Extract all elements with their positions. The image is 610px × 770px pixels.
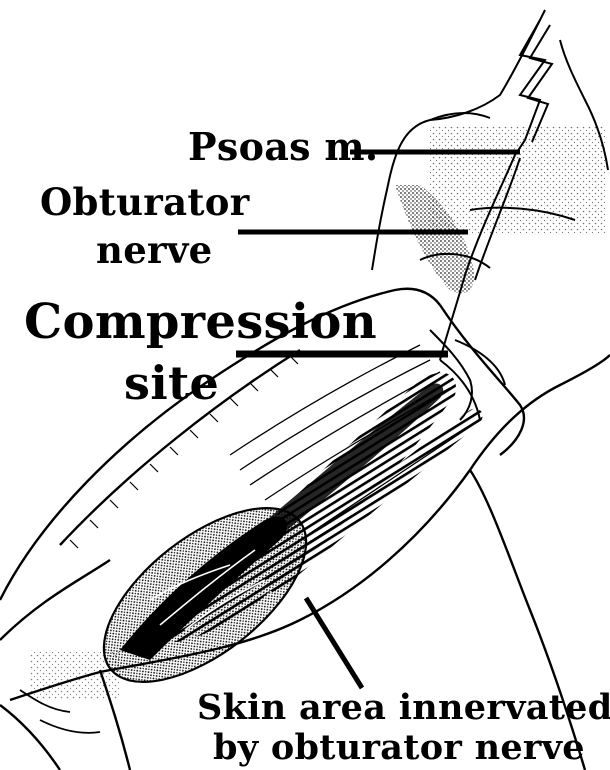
abdominal-stippling — [430, 125, 605, 235]
obturator-nerve-label-line2: nerve — [96, 232, 212, 269]
compression-site-label-line2: site — [124, 360, 219, 406]
psoas-label: Psoas m. — [188, 128, 378, 166]
compression-site-label-line1: Compression — [24, 298, 377, 346]
skin-leader-line — [306, 598, 362, 688]
skin-area-label-line1: Skin area innervated — [197, 690, 610, 725]
skin-area-label-line2: by obturator nerve — [213, 730, 585, 765]
obturator-nerve-label-line1: Obturator — [40, 184, 250, 221]
knee-stippling — [30, 650, 120, 700]
